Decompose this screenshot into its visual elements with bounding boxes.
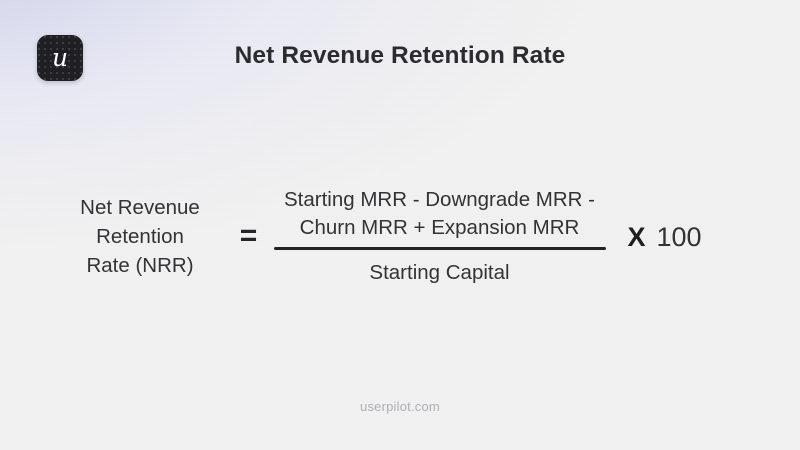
page-title: Net Revenue Retention Rate [234, 42, 566, 69]
formula-container: Net Revenue Retention Rate (NRR) = Start… [0, 186, 800, 287]
userpilot-logo-icon: u [37, 35, 83, 81]
formula-left-label: Net Revenue Retention Rate (NRR) [53, 193, 228, 280]
fraction-numerator-line-1: Starting MRR - Downgrade MRR - [284, 188, 595, 211]
equals-sign: = [239, 218, 258, 252]
logo-glyph: u [51, 42, 69, 72]
formula-left-label-line-1: Net Revenue [80, 195, 200, 219]
formula-left-label-line-3: Rate (NRR) [86, 254, 194, 278]
footer-attribution: userpilot.com [360, 399, 440, 414]
multiplier-group: X 100 [610, 222, 748, 253]
fraction-numerator: Starting MRR - Downgrade MRR - Churn MRR… [284, 186, 595, 247]
fraction-denominator: Starting Capital [369, 261, 510, 285]
fraction-numerator-line-2: Churn MRR + Expansion MRR [299, 215, 580, 239]
multiply-value: 100 [656, 222, 702, 252]
fraction-bar [273, 247, 606, 251]
formula-left-label-line-2: Retention [96, 224, 184, 248]
fraction: Starting MRR - Downgrade MRR - Churn MRR… [270, 186, 610, 287]
multiply-symbol: X [627, 222, 646, 252]
